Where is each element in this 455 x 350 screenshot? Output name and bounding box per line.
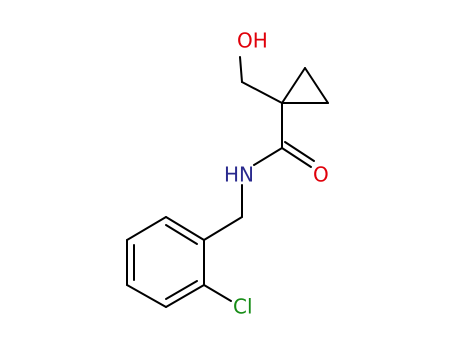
bond-cyclopropyl-1 — [281, 67, 306, 104]
chlorine-label: Cl — [233, 295, 253, 319]
bond-benzene-inner-3 — [165, 280, 198, 300]
bond-cyclopropyl-2 — [304, 67, 329, 104]
bond-benzene-4 — [126, 284, 167, 308]
bond-benzene-5 — [165, 284, 205, 308]
bond-ring-chlorine — [203, 284, 232, 302]
bond-benzene-inner-1 — [165, 224, 198, 245]
hydroxyl-label: OH — [237, 29, 268, 53]
bond-carbonyl-nitrogen — [253, 147, 283, 166]
bond-benzene-2 — [126, 216, 167, 241]
amide-nitrogen-label: HN — [224, 163, 254, 187]
bond-ring-ch2 — [241, 81, 283, 104]
bond-ch2-oh — [239, 56, 243, 83]
bond-ch2-ring — [203, 216, 243, 241]
carbonyl-oxygen-label: O — [313, 163, 329, 187]
bond-carbonyl-double-2 — [284, 141, 315, 162]
bond-carbonyl-double-1 — [281, 147, 312, 168]
bond-benzene-1 — [165, 216, 205, 241]
